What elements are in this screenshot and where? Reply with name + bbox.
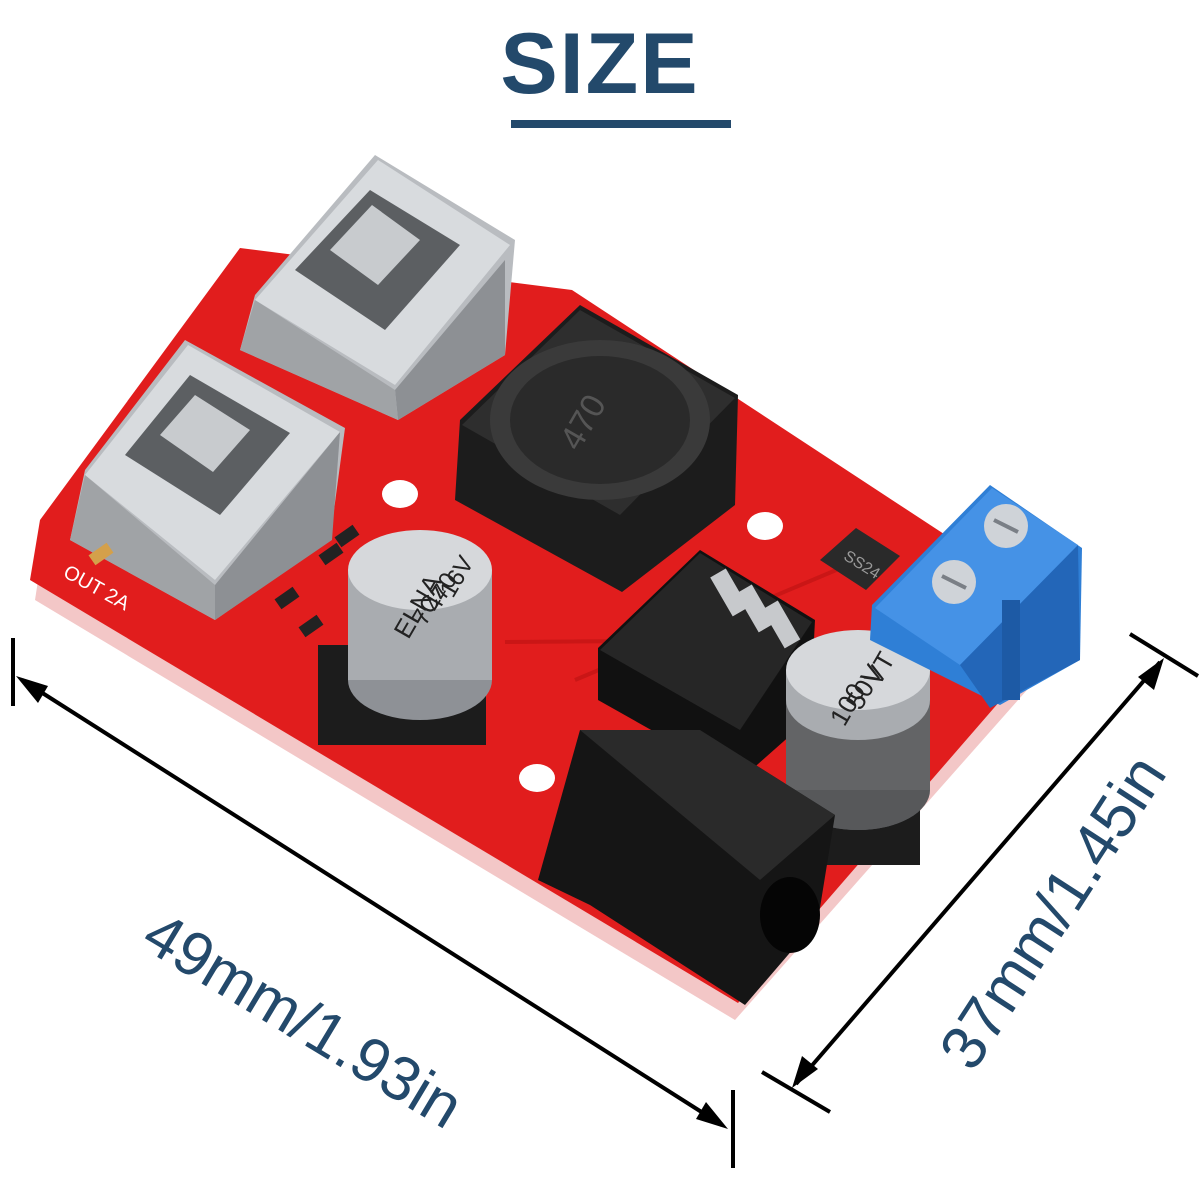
dimension-width-arrow-start: [16, 676, 48, 703]
diode-ss24: SS24: [820, 528, 900, 590]
capacitor-470uf: ELNA 7Cz 470 16V: [318, 530, 492, 745]
dc-barrel-jack: [538, 730, 835, 1005]
dimension-depth-arrow-start: [1138, 658, 1164, 690]
page-title: SIZE: [500, 16, 700, 112]
mounting-hole: [382, 480, 418, 508]
dimension-depth-tick-start: [1128, 632, 1200, 678]
regulator-ic: [598, 550, 815, 780]
dimension-depth: [760, 632, 1200, 1114]
dimension-depth-tick-end: [760, 1070, 832, 1114]
usb-port-front: [70, 340, 345, 620]
usb-port-rear: [240, 155, 515, 420]
dimension-width-arrow-end: [696, 1102, 728, 1129]
mounting-hole: [519, 764, 555, 792]
mounting-hole: [747, 512, 783, 540]
dimension-depth-line: [794, 660, 1162, 1086]
smd-resistors: [88, 524, 360, 638]
title-underline: [511, 120, 731, 128]
inductor: 470: [455, 305, 738, 592]
screw-terminal: [870, 485, 1082, 708]
dimension-width: [11, 638, 735, 1168]
capacitor-100uf: 100 50V VT: [786, 630, 930, 865]
dimension-width-line: [20, 678, 724, 1127]
dimension-depth-arrow-end: [792, 1056, 818, 1088]
